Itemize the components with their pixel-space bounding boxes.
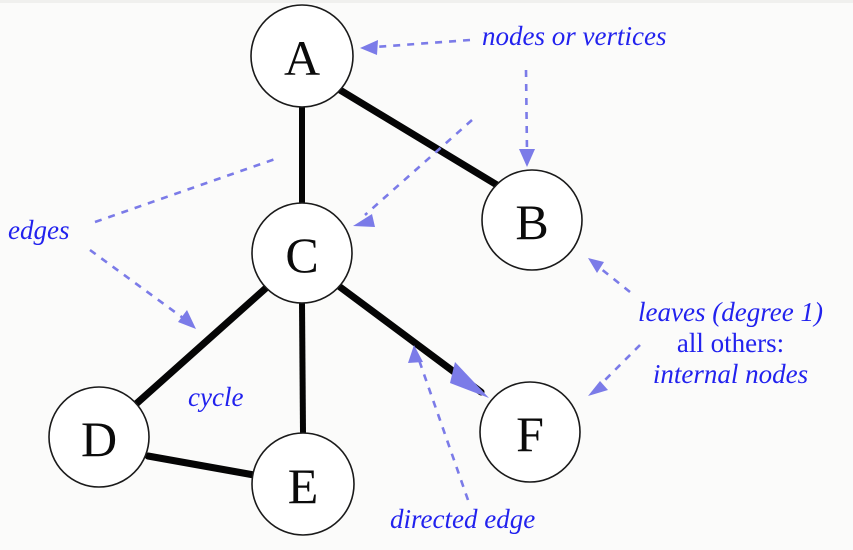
annotation-arrow-to-node-a-head [360,40,378,55]
annotation-arrow-to-directed-edge-line [417,359,470,501]
annotation-arrow-to-node-c [353,119,473,227]
annotation-label-cycle: cycle [188,382,244,412]
node-c[interactable]: C [251,202,353,304]
node-b[interactable]: B [481,169,583,271]
annotation-arrow-to-node-a [360,38,471,55]
edge-a-b [336,86,501,189]
annotation-arrow-edges-upper-line [94,156,279,224]
annotation-arrow-to-node-c-line [364,119,473,216]
edge-group [132,86,501,479]
edge-c-d [132,284,270,408]
annotation-arrow-to-leaf-f [588,344,641,396]
node-f-circle [479,381,581,483]
annotation-arrow-to-node-b-head [519,149,535,167]
edge-c-e [299,302,306,434]
node-a-circle [250,4,354,108]
annotation-arrow-to-leaf-f-head [588,381,608,396]
annotation-arrow-to-node-b [519,69,535,167]
annotation-arrow-to-directed-edge [408,345,470,501]
annotation-arrow-edges-upper [94,156,279,224]
node-d[interactable]: D [48,386,150,488]
annotation-arrows [89,38,641,501]
node-d-circle [48,386,150,488]
annotation-arrow-to-node-a-line [374,38,471,49]
annotation-label-directed-edge: directed edge [390,504,536,534]
annotation-arrow-to-leaf-b-line [599,266,631,294]
annotation-arrow-edges-lower-head [178,310,196,329]
annotation-label-leaves-block: leaves (degree 1) all others: internal n… [608,297,853,389]
node-e[interactable]: E [251,432,355,536]
node-f-label: F [516,406,544,462]
node-c-label: C [285,227,318,283]
node-c-circle [251,202,353,304]
node-e-label: E [288,458,319,514]
node-a-label: A [284,30,320,86]
annotation-label-edges: edges [8,215,70,245]
node-a[interactable]: A [250,4,354,108]
node-e-circle [251,432,355,536]
node-b-circle [481,169,583,271]
annotation-arrow-to-leaf-f-line [599,344,641,386]
annotation-arrow-to-directed-edge-head [408,345,423,363]
node-d-label: D [81,411,117,467]
annotation-label-leaves: leaves (degree 1) [638,297,823,327]
annotation-arrow-to-leaf-b [588,258,631,294]
node-b-label: B [515,194,548,250]
edge-c-f-arrowhead [450,362,489,398]
edge-d-e [144,452,258,479]
annotation-arrow-edges-lower-line [89,248,184,320]
node-f[interactable]: F [479,381,581,483]
edge-c-f-directed [336,283,489,398]
top-edge-strip [0,0,853,3]
annotation-arrow-edges-lower [89,248,196,329]
annotation-arrow-to-node-c-head [353,214,375,227]
annotation-label-all-others: all others: [676,327,785,358]
annotation-label-nodes-or-vertices: nodes or vertices [482,21,667,51]
annotation-label-internal-nodes: internal nodes [652,358,809,389]
node-group: A B C D E F [48,4,583,536]
annotation-arrow-to-node-b-line [524,69,529,153]
annotation-arrow-to-leaf-b-head [588,258,604,273]
